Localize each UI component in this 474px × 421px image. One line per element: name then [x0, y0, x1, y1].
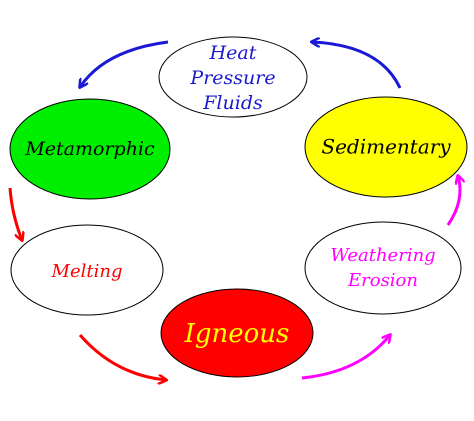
node-weathering-line-1: Weathering	[330, 245, 435, 266]
arrow-igneous-to-weathering	[301, 335, 390, 380]
node-igneous-label: Igneous	[184, 319, 290, 349]
node-metamorphic: Metamorphic	[9, 98, 171, 200]
arrow-melting-to-igneous	[78, 334, 166, 380]
arrow-sedimentary-to-heat	[312, 42, 402, 89]
node-heat-pressure-fluids: Heat Pressure Fluids	[158, 36, 308, 118]
node-sedimentary-label: Sedimentary	[321, 135, 451, 159]
node-sedimentary: Sedimentary	[304, 96, 468, 198]
node-weathering-line-2: Erosion	[347, 270, 418, 291]
node-igneous: Igneous	[160, 288, 314, 378]
node-melting: Melting	[10, 224, 164, 316]
node-heat-line-1: Heat	[209, 42, 257, 64]
arrow-heat-to-metamorphic	[80, 40, 169, 87]
node-heat-line-2: Pressure	[189, 67, 275, 89]
arrow-weathering-to-sedimentary	[446, 176, 460, 226]
node-melting-label: Melting	[51, 261, 123, 282]
node-metamorphic-label: Metamorphic	[24, 138, 155, 160]
node-weathering-erosion: Weathering Erosion	[304, 221, 462, 315]
arrow-metamorphic-to-melting	[8, 187, 22, 240]
node-heat-line-3: Fluids	[202, 92, 263, 114]
